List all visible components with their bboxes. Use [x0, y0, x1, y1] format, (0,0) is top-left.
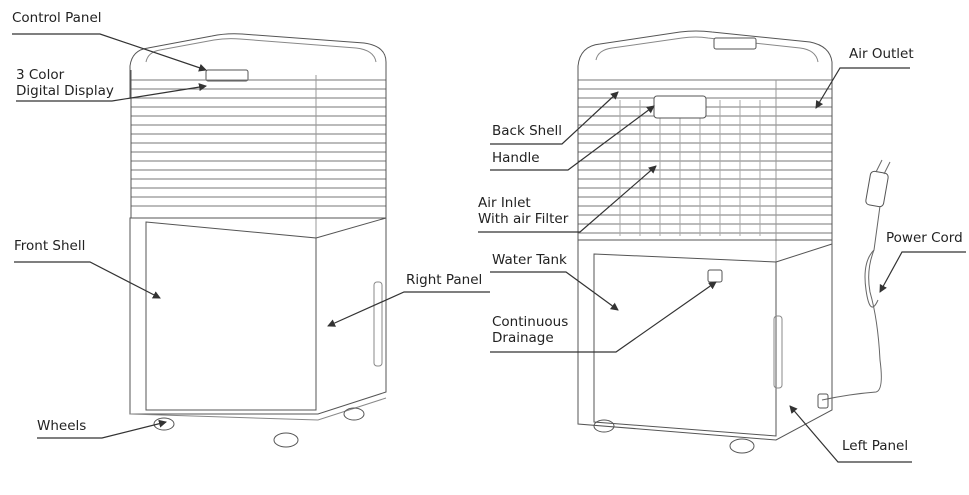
back-view-unit: [577, 30, 891, 454]
leader-water-tank: [490, 271, 619, 311]
leader-power-cord: [879, 251, 966, 293]
leader-color-display: [16, 83, 207, 102]
label-continuous-drainage-line2: Drainage: [492, 330, 554, 346]
label-wheels: Wheels: [37, 418, 87, 434]
label-back-shell: Back Shell: [492, 123, 562, 139]
leader-back-shell: [490, 91, 619, 145]
label-color-display-line2: Digital Display: [16, 83, 114, 99]
back-lower-body: [577, 239, 833, 441]
back-top-panel: [713, 37, 757, 50]
label-air-inlet-line1: Air Inlet: [478, 195, 531, 211]
leader-handle: [490, 105, 655, 171]
back-filter-grid: [619, 100, 761, 236]
leader-right-panel: [327, 291, 490, 327]
label-color-display-line1: 3 Color: [16, 67, 65, 83]
label-air-outlet: Air Outlet: [849, 46, 914, 62]
back-top-lid: [577, 30, 833, 99]
label-continuous-drainage-line1: Continuous: [492, 314, 569, 330]
back-side-grip: [773, 315, 783, 389]
leader-front-shell: [14, 261, 161, 299]
leader-wheels: [37, 419, 167, 439]
front-lower-body: [129, 217, 387, 415]
label-front-shell: Front Shell: [14, 238, 86, 254]
front-wheels: [153, 407, 365, 448]
leader-continuous-drainage: [490, 281, 717, 353]
back-wheels: [593, 419, 755, 454]
front-side-grip: [373, 281, 383, 367]
front-top-lid: [129, 33, 387, 99]
back-handle: [653, 95, 707, 119]
front-control-panel: [205, 69, 249, 82]
leader-air-inlet: [478, 165, 657, 233]
label-air-inlet-line2: With air Filter: [478, 211, 569, 227]
label-right-panel: Right Panel: [406, 272, 483, 288]
power-plug: [865, 170, 889, 208]
front-view-unit: [129, 33, 387, 448]
back-drain-port: [707, 269, 723, 283]
back-water-tank: [593, 253, 777, 437]
label-water-tank: Water Tank: [492, 252, 567, 268]
leader-air-outlet: [815, 67, 910, 109]
leader-left-panel: [789, 405, 912, 463]
leader-control-panel: [12, 33, 207, 72]
front-shell-panel: [145, 221, 317, 411]
power-cord-line: [821, 205, 882, 401]
front-vent-ribs: [131, 79, 386, 207]
label-left-panel: Left Panel: [842, 438, 909, 454]
label-handle: Handle: [492, 150, 540, 166]
cord-clip: [817, 393, 829, 409]
label-power-cord: Power Cord: [886, 230, 963, 246]
label-control-panel: Control Panel: [12, 10, 102, 26]
